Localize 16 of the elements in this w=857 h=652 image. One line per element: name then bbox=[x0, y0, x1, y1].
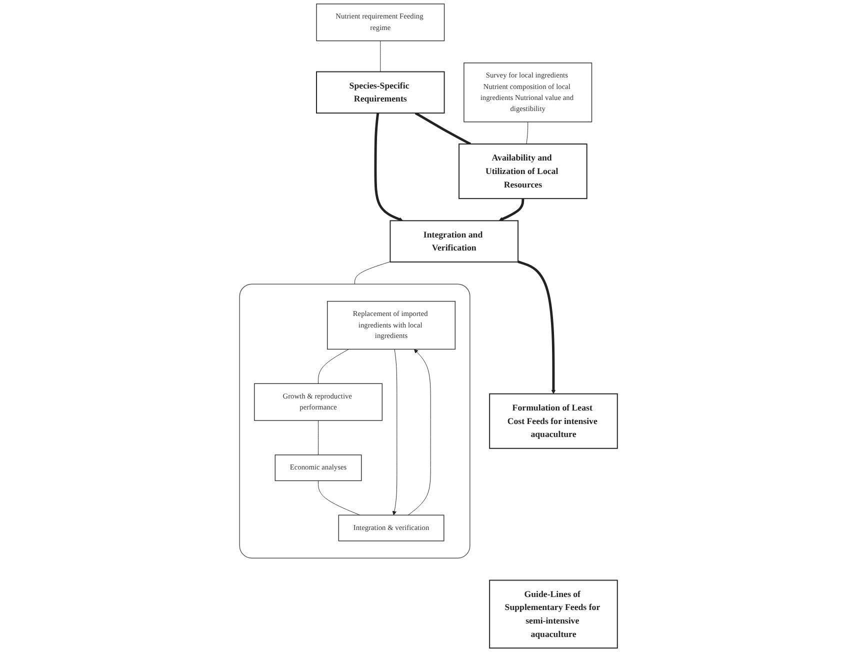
connector bbox=[318, 348, 350, 384]
node-box: Formulation of Least Cost Feeds for intensive aquaculture bbox=[489, 393, 618, 449]
node-box: Guide-Lines of Supplementary Feeds for semi-intensive aquaculture bbox=[489, 580, 618, 649]
connector bbox=[354, 261, 390, 284]
node-box: Species-Specific Requirements bbox=[316, 71, 445, 114]
connector bbox=[318, 420, 319, 456]
cluster bbox=[239, 284, 470, 558]
node-box: Integration and Verification bbox=[390, 220, 519, 262]
connector bbox=[526, 122, 528, 144]
arrow bbox=[498, 198, 524, 222]
arrow bbox=[374, 112, 404, 222]
connector bbox=[318, 480, 360, 516]
connector bbox=[380, 40, 381, 72]
node-box: Availability and Utilization of Local Resources bbox=[458, 144, 588, 200]
arrow bbox=[518, 260, 556, 394]
connector bbox=[414, 112, 472, 146]
